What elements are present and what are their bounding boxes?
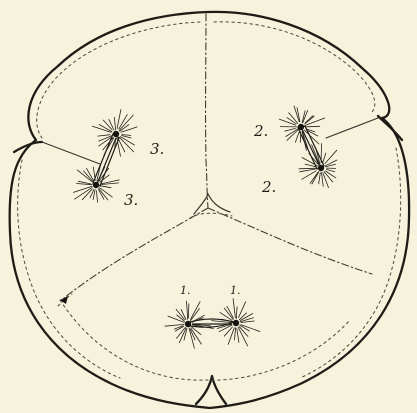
centrosome bbox=[93, 182, 99, 188]
aster-ray bbox=[327, 170, 335, 172]
aster-ray bbox=[236, 307, 237, 319]
furrow-vertical bbox=[206, 14, 208, 208]
aster-ray bbox=[165, 324, 184, 326]
aster-ray bbox=[302, 158, 317, 167]
aster-ray bbox=[117, 138, 121, 156]
aster-ray bbox=[122, 135, 131, 136]
furrow-upper-right bbox=[326, 118, 378, 138]
aster-ray bbox=[306, 118, 325, 125]
centrosome bbox=[233, 320, 239, 326]
aster-ray bbox=[305, 116, 313, 123]
aster-ray bbox=[300, 132, 301, 143]
aster-3-bottom bbox=[73, 165, 119, 203]
centrosome bbox=[185, 321, 191, 327]
aster-ray bbox=[299, 168, 317, 169]
aster-ray bbox=[238, 327, 248, 346]
aster-ray bbox=[121, 127, 137, 132]
aster-1-right bbox=[212, 299, 260, 346]
aster-2-top bbox=[279, 106, 325, 151]
notch-right bbox=[378, 116, 402, 140]
centrosome bbox=[113, 131, 119, 137]
aster-ray bbox=[114, 117, 115, 129]
label-3-top: 3. bbox=[150, 140, 164, 158]
aster-ray bbox=[97, 191, 98, 203]
aster-ray bbox=[122, 136, 132, 139]
aster-ray bbox=[323, 173, 329, 188]
aster-ray bbox=[235, 328, 236, 340]
aster-ray bbox=[307, 126, 320, 127]
aster-1-left bbox=[165, 301, 214, 348]
centrosome bbox=[298, 124, 304, 130]
aster-ray bbox=[188, 304, 189, 318]
aster-ray bbox=[300, 169, 316, 172]
label-2-top: 2. bbox=[253, 122, 268, 140]
spindle-2-inner bbox=[302, 129, 320, 167]
aster-ray bbox=[103, 120, 112, 130]
aster-ray bbox=[191, 302, 201, 320]
aster-ray bbox=[319, 173, 321, 184]
centrosome bbox=[318, 165, 324, 171]
aster-ray bbox=[189, 328, 194, 348]
furrow-upper-left bbox=[42, 142, 100, 164]
aster-ray bbox=[322, 173, 324, 187]
aster-ray bbox=[119, 115, 133, 130]
aster-ray bbox=[233, 299, 235, 318]
aster-ray bbox=[305, 164, 315, 167]
aster-ray bbox=[326, 171, 336, 178]
aster-ray bbox=[295, 132, 299, 142]
aster-ray bbox=[187, 301, 188, 319]
aster-2-bottom bbox=[299, 144, 337, 188]
inner-membrane-bottom bbox=[60, 300, 350, 380]
aster-ray bbox=[325, 150, 337, 163]
inner-membrane-top-right bbox=[214, 22, 375, 114]
label-3-bottom: 3. bbox=[124, 191, 138, 209]
aster-ray bbox=[237, 329, 239, 343]
aster-ray bbox=[109, 119, 114, 130]
label-1-right: 1. bbox=[230, 284, 241, 297]
furrow-center-right bbox=[208, 208, 372, 274]
spindle-group-2: 2. 2. bbox=[253, 106, 337, 196]
label-2-bottom: 2. bbox=[261, 178, 276, 196]
aster-ray bbox=[287, 118, 296, 124]
cell-outline bbox=[10, 12, 409, 408]
aster-ray bbox=[285, 128, 296, 131]
aster-ray bbox=[312, 172, 319, 185]
arrowhead-lower-left bbox=[60, 296, 68, 304]
aster-ray bbox=[323, 153, 326, 163]
center-junction bbox=[194, 194, 230, 214]
spindle-group-1: 1. 1. bbox=[165, 284, 260, 348]
label-1-left: 1. bbox=[180, 284, 191, 297]
aster-ray bbox=[100, 186, 111, 188]
inner-membrane-right bbox=[300, 148, 401, 378]
aster-ray bbox=[98, 135, 110, 136]
aster-ray bbox=[117, 110, 121, 129]
